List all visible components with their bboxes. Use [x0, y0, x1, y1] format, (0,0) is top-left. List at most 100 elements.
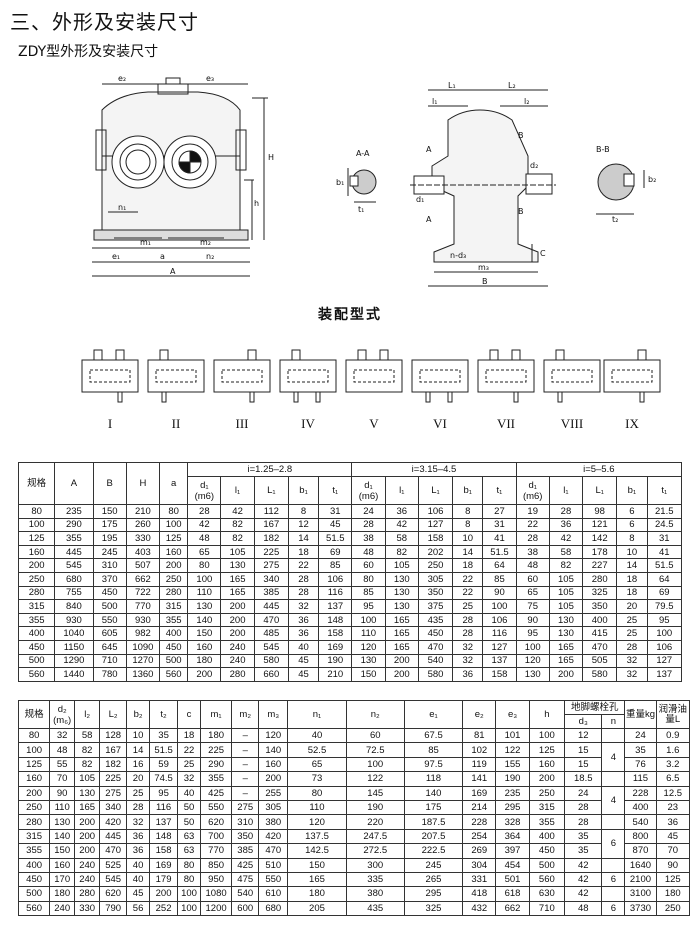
- table-cell: 10: [126, 727, 151, 744]
- table-cell: 42: [187, 517, 222, 533]
- table-cell: 331: [462, 871, 497, 888]
- side-m3: m₃: [478, 263, 489, 272]
- table-cell: 165: [220, 585, 255, 601]
- table-cell: 250: [655, 900, 691, 917]
- table-cell: 60: [351, 558, 386, 573]
- table-cell: 28: [564, 814, 603, 830]
- table-cell: 137.5: [287, 828, 347, 845]
- table-cell: 20: [616, 599, 648, 614]
- table-cell: 375: [417, 599, 454, 614]
- table-cell: 32: [452, 653, 484, 669]
- table-cell: 500: [528, 857, 566, 873]
- table-cell: 227: [582, 558, 618, 573]
- label-m1: m₁: [140, 238, 151, 247]
- table-cell: 63: [177, 828, 201, 845]
- table-cell: 32: [126, 814, 151, 830]
- table-cell: 545: [54, 558, 94, 573]
- table-cell: 350: [417, 585, 454, 601]
- table-cell: 370: [92, 571, 127, 587]
- table-cell: 25: [126, 785, 151, 801]
- table-cell: 130: [351, 653, 386, 669]
- t1-subhead-d1: d₁(m6): [515, 476, 550, 505]
- table-cell: 98: [582, 504, 618, 519]
- table-cell: 38: [351, 531, 386, 546]
- table-cell: 167: [253, 517, 289, 533]
- table-cell: 325: [403, 900, 464, 917]
- table-cell: 190: [318, 653, 353, 669]
- table-cell: 200: [74, 814, 101, 830]
- table-cell: 2100: [624, 871, 657, 888]
- table-cell: 400: [17, 626, 56, 641]
- table-cell: 97.5: [403, 756, 464, 773]
- table-cell: 158: [417, 531, 454, 546]
- table-cell: 130: [384, 571, 419, 587]
- table-cell: 240: [49, 900, 76, 917]
- table-cell: 95: [646, 612, 683, 628]
- table-cell: 55: [49, 756, 76, 773]
- table-cell: 15: [564, 756, 603, 773]
- table-cell: 250: [159, 571, 189, 587]
- t1-head-H: H: [125, 462, 161, 505]
- table-cell: 80: [187, 558, 222, 573]
- table-cell: 445: [99, 828, 128, 845]
- table-cell: 850: [199, 857, 233, 873]
- table-cell: 48: [351, 544, 386, 560]
- label-H: H: [268, 153, 274, 162]
- table-cell: 1150: [54, 639, 94, 655]
- side-l1: l₁: [432, 97, 437, 106]
- table-cell: 60: [515, 571, 550, 587]
- table-cell: 100: [482, 599, 517, 614]
- table-cell: 130: [220, 558, 255, 573]
- assembly-figure-4: [279, 349, 337, 403]
- t2-head-c: c: [177, 700, 201, 729]
- table-cell: 645: [92, 639, 127, 655]
- table-cell: 175: [403, 799, 464, 816]
- table-cell: 560: [17, 667, 56, 682]
- table-cell: 780: [92, 667, 127, 682]
- table-cell: 130: [384, 585, 419, 601]
- table-cell: 252: [149, 900, 179, 917]
- table-cell: 32: [616, 667, 648, 682]
- table-cell: 165: [384, 626, 419, 641]
- table-cell: 3730: [624, 900, 657, 917]
- table-cell: [601, 727, 626, 744]
- assembly-label-3: III: [235, 416, 249, 431]
- table-cell: 275: [99, 785, 128, 801]
- assembly-label-7: VII: [496, 416, 516, 431]
- table-cell: 158: [149, 843, 179, 859]
- table-cell: 69: [318, 544, 353, 560]
- table-cell: 295: [403, 886, 464, 902]
- section-aa-drawing: A-A b₁ t₁: [336, 149, 377, 214]
- t2-head-e2: e₂: [462, 700, 497, 729]
- table-cell: 235: [54, 504, 94, 519]
- table-cell: 150: [351, 667, 386, 682]
- table-cell: 355: [199, 771, 233, 787]
- t1-subhead-b1: b₁: [287, 476, 320, 505]
- bb-t2: t₂: [612, 215, 618, 224]
- table-cell: 25: [452, 599, 484, 614]
- table-cell: 150: [187, 626, 222, 641]
- table-cell: 58: [74, 727, 101, 744]
- table-cell: 550: [258, 871, 289, 888]
- table-cell: 150: [287, 857, 347, 873]
- table-cell: 82: [220, 517, 255, 533]
- table-cell: 454: [495, 857, 530, 873]
- table-cell: 82: [384, 544, 419, 560]
- table-cell: 110: [49, 799, 76, 816]
- table-cell: 64: [646, 571, 683, 587]
- table-cell: 295: [495, 799, 530, 816]
- dimensions-table-2: 规格 d₂(m₆) l₂ L₂ b₂ t₂ c m₁ m₂ m₃ n₁ n₂ e…: [17, 700, 691, 917]
- table-cell: 245: [403, 857, 464, 873]
- t1-subhead-L1: L₁: [253, 476, 289, 505]
- table-cell: 80: [17, 504, 56, 519]
- side-nd3: n-d₃: [450, 251, 466, 260]
- side-B-bottom: B: [518, 207, 524, 216]
- table-cell: 100: [17, 517, 56, 533]
- table-cell: 220: [345, 814, 405, 830]
- table-cell: 48: [564, 900, 603, 917]
